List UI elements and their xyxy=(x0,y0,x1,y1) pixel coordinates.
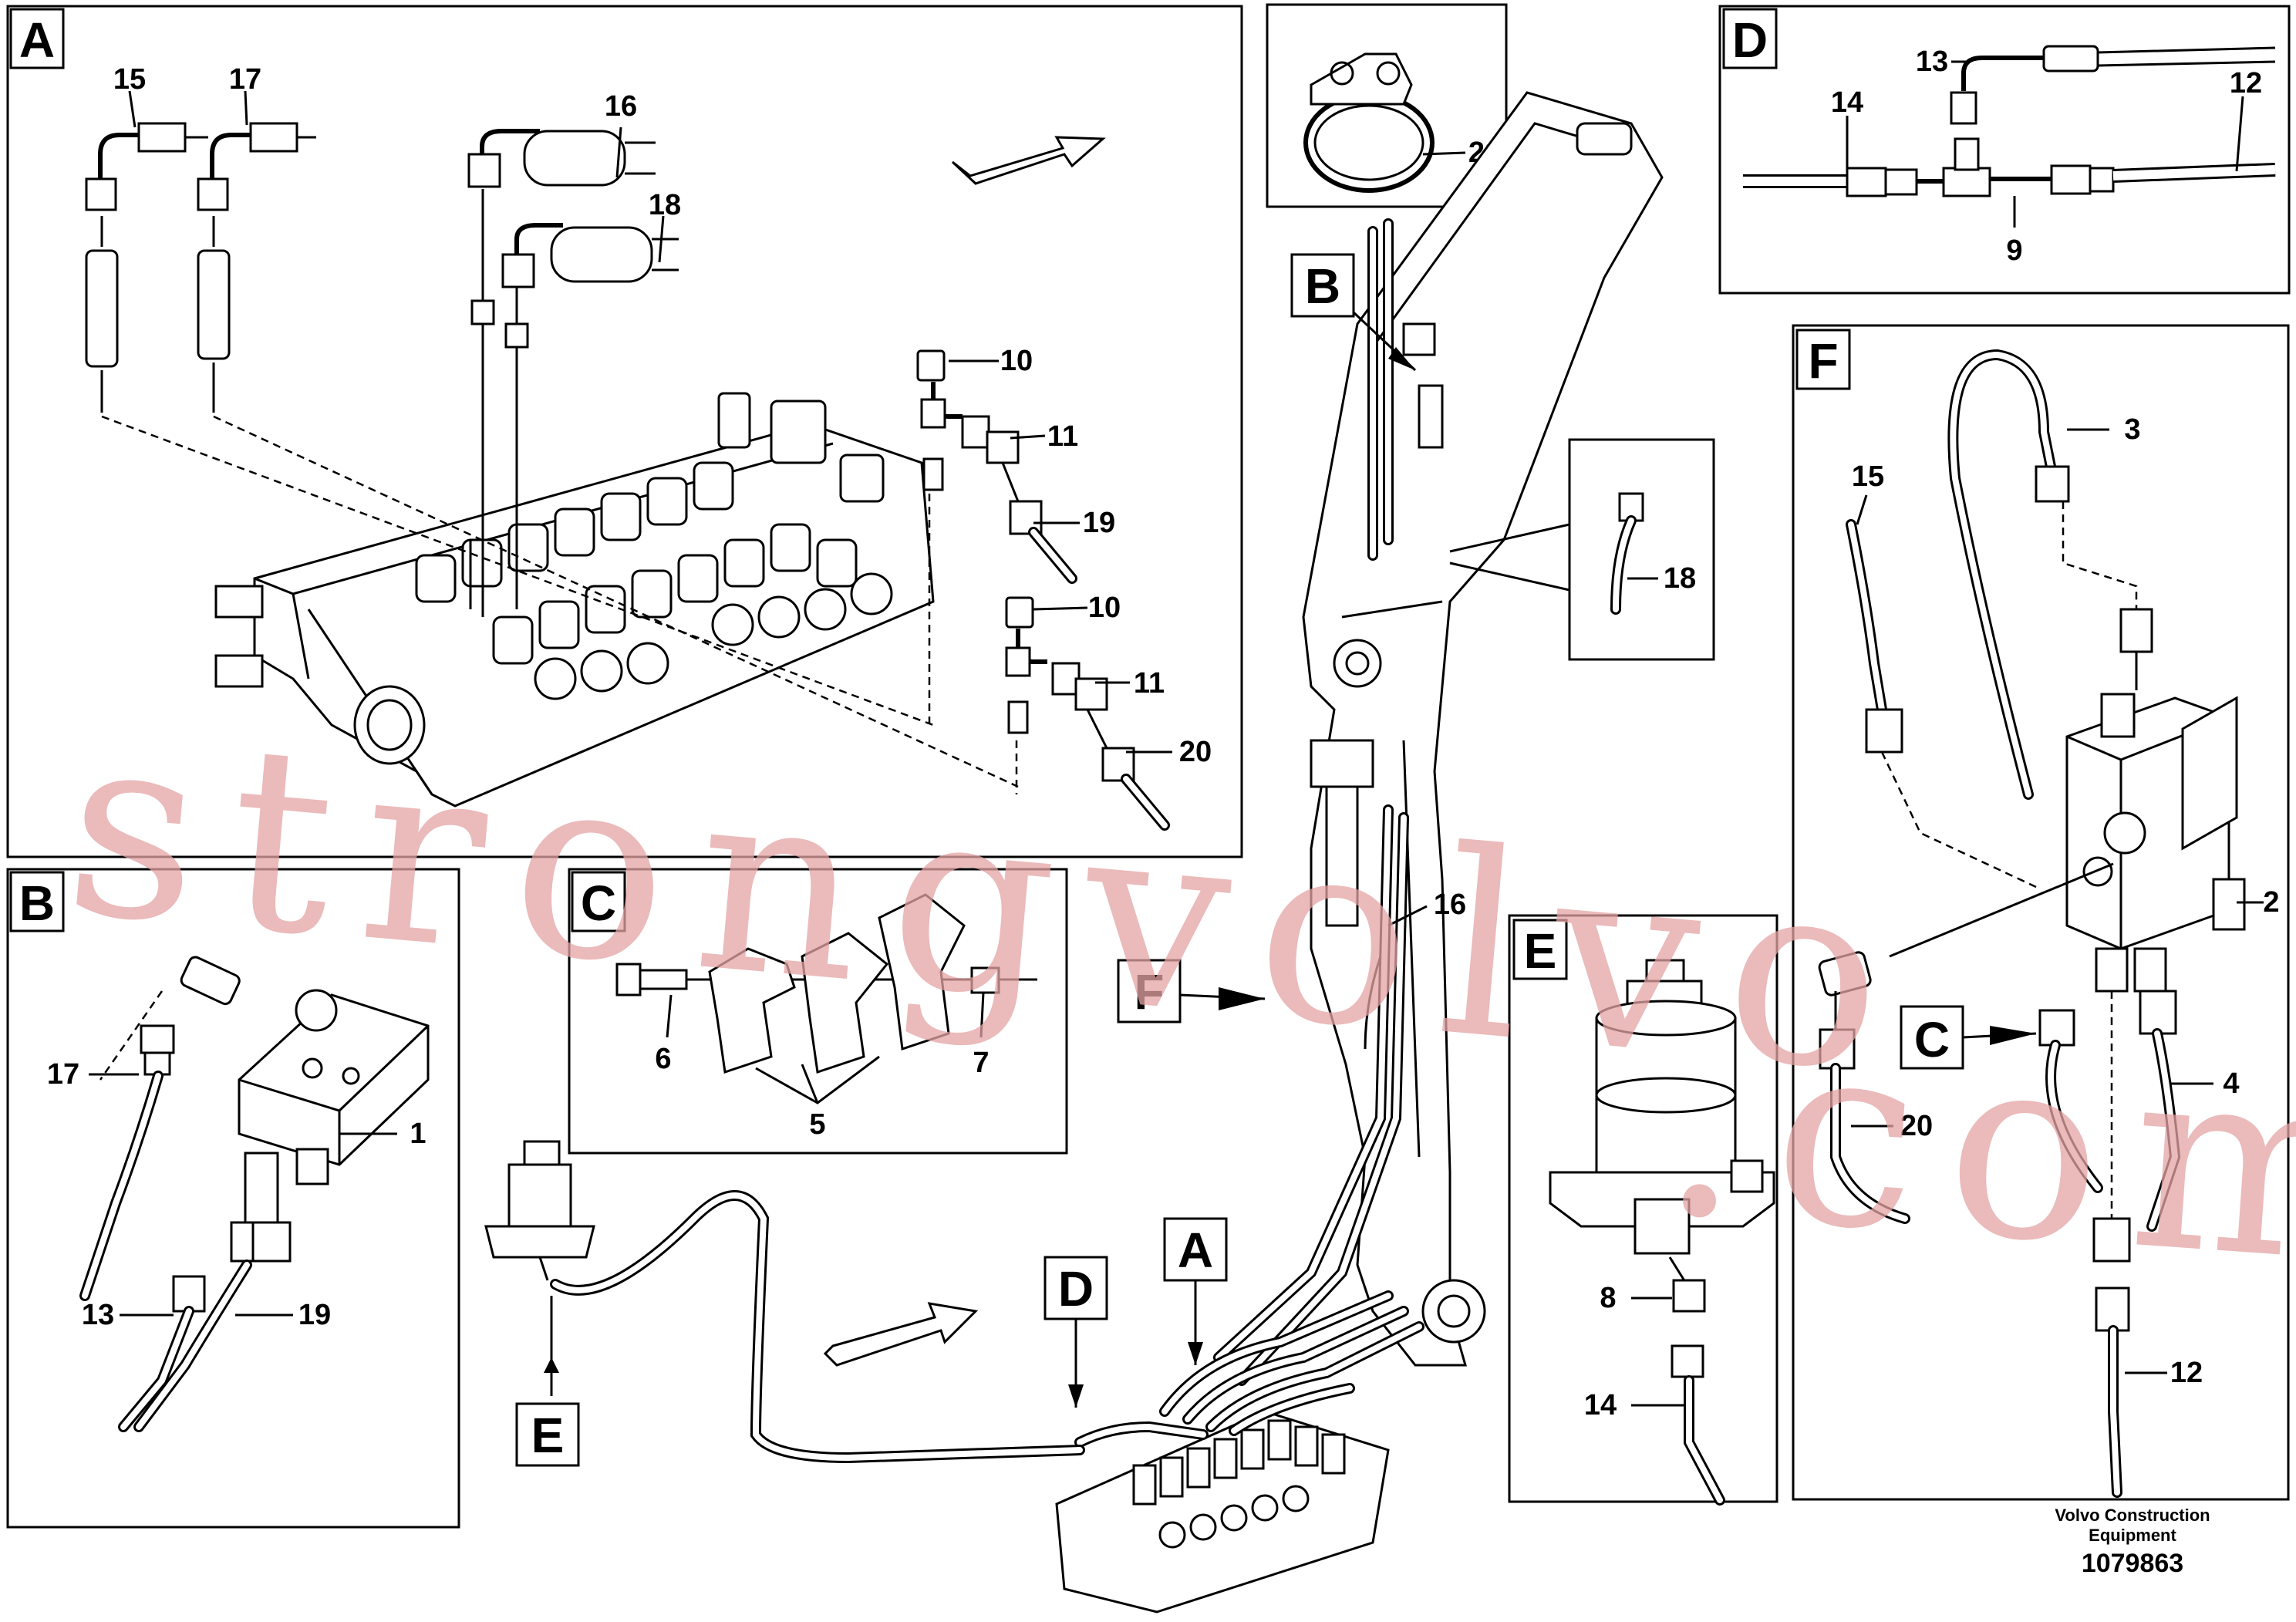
callout-f-20: 20 xyxy=(1900,1110,1933,1142)
callout-f-3: 3 xyxy=(2124,413,2140,446)
inset-hose-18: 18 xyxy=(1449,438,1715,661)
callout-f-15: 15 xyxy=(1852,460,1884,493)
watermark-line2: .com xyxy=(1654,976,2296,1323)
panel-b-label: B xyxy=(19,875,55,931)
panel-d-label: D xyxy=(1732,12,1768,68)
elbow-fitting-15 xyxy=(85,122,208,413)
callout-d-12: 12 xyxy=(2230,67,2262,99)
callout-a-11-top: 11 xyxy=(1047,420,1078,453)
callout-f-12: 12 xyxy=(2170,1357,2203,1389)
callout-inset-18: 18 xyxy=(1664,562,1696,595)
hose-18 xyxy=(501,223,679,349)
footer-company-line2: Equipment xyxy=(2089,1526,2176,1545)
callout-e-8: 8 xyxy=(1600,1282,1616,1314)
callout-d-9: 9 xyxy=(2006,234,2022,267)
callout-a-10-top: 10 xyxy=(1000,345,1033,377)
footer-block: Volvo Construction Equipment 1079863 xyxy=(2055,1506,2210,1578)
callout-b-17: 17 xyxy=(47,1058,79,1091)
callout-a-19: 19 xyxy=(1083,507,1115,539)
callout-a-11-bottom: 11 xyxy=(1134,667,1165,700)
drawing-number: 1079863 xyxy=(2082,1549,2183,1578)
dashed-leader-17 xyxy=(213,415,1019,788)
ref-e-label: E xyxy=(531,1408,565,1463)
callout-c-6: 6 xyxy=(655,1043,671,1075)
callout-d-14: 14 xyxy=(1831,86,1863,119)
control-valve-block xyxy=(214,324,935,808)
lower-valve-assembly: A D E xyxy=(484,1140,1424,1614)
ref-d-label: D xyxy=(1058,1261,1094,1317)
callout-b-13: 13 xyxy=(82,1299,114,1331)
callout-a-18: 18 xyxy=(649,189,681,221)
panel-f: F 3 2 15 20 xyxy=(1792,324,2290,1501)
dashed-leader-15 xyxy=(101,415,934,727)
callout-c-5: 5 xyxy=(809,1108,825,1141)
callout-boom-16: 16 xyxy=(1434,889,1466,921)
panel-c: C 6 5 7 xyxy=(568,868,1068,1155)
callout-e-14: 14 xyxy=(1584,1389,1617,1421)
panel-d: D 13 14 12 9 xyxy=(1718,5,2291,295)
callout-d-13: 13 xyxy=(1916,46,1948,78)
panel-a: A 15 17 xyxy=(6,5,1243,858)
direction-arrow-lower xyxy=(823,1302,979,1367)
panel-f-label: F xyxy=(1808,333,1838,389)
callout-f-2: 2 xyxy=(2263,886,2279,919)
footer-company-line1: Volvo Construction xyxy=(2055,1506,2210,1525)
panel-c-label: C xyxy=(581,875,616,931)
ref-a-label: A xyxy=(1178,1222,1213,1278)
panel-e-label: E xyxy=(1524,923,1557,979)
fitting-set-19 xyxy=(916,349,1077,584)
callout-c-7: 7 xyxy=(973,1047,989,1079)
ref-f-label: F xyxy=(1134,964,1164,1020)
panel-e: E 8 14 xyxy=(1508,914,1778,1506)
callout-b-19: 19 xyxy=(298,1299,331,1331)
callout-b-1: 1 xyxy=(410,1118,426,1150)
panel-b: B 17 1 13 19 xyxy=(6,868,460,1529)
fitting-set-20 xyxy=(1005,596,1170,831)
callout-a-16: 16 xyxy=(605,90,637,123)
ref-b-label: B xyxy=(1305,258,1340,314)
callout-a-17: 17 xyxy=(229,63,261,96)
callout-a-15: 15 xyxy=(113,63,146,96)
callout-a-10-bottom: 10 xyxy=(1088,592,1121,624)
direction-arrow-a xyxy=(951,136,1106,185)
ref-c-label: C xyxy=(1914,1012,1950,1067)
callout-a-20: 20 xyxy=(1179,736,1212,768)
panel-a-label: A xyxy=(19,12,55,68)
hose-16 xyxy=(467,129,656,325)
excavator-boom: 16 B F xyxy=(1117,91,1664,1386)
callout-f-4: 4 xyxy=(2223,1067,2239,1100)
elbow-fitting-17 xyxy=(197,122,316,413)
